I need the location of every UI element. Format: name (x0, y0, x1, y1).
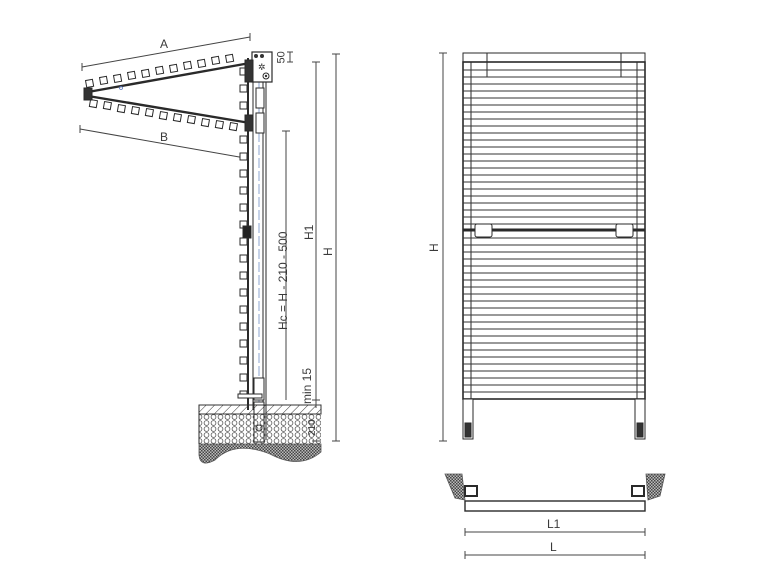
label-h1: H1 (302, 224, 316, 240)
label-210: 210 (307, 419, 318, 436)
dimension-l (464, 551, 646, 559)
label-hc: Hc = H - 210 - 500 (276, 231, 290, 330)
label-h-side: H (321, 247, 335, 256)
dimension-b (79, 125, 246, 159)
dimension-h-front (439, 52, 447, 442)
label-h-front: H (427, 243, 441, 252)
plan-view (444, 473, 666, 559)
svg-text:✲: ✲ (258, 62, 266, 72)
dimension-min15 (312, 398, 320, 442)
lower-arm (83, 86, 251, 132)
label-50: 50 (275, 51, 288, 64)
dimension-h-side (332, 53, 340, 442)
side-view: ✲ (79, 33, 340, 464)
dimension-a (81, 33, 251, 71)
label-a: A (160, 37, 169, 51)
vertical-rail: ✲ (237, 51, 273, 443)
label-min-15: min 15 (300, 367, 314, 404)
dimension-50 (287, 51, 293, 63)
ground-section (198, 404, 322, 464)
slats (463, 69, 645, 393)
label-l1: L1 (547, 517, 561, 531)
dimension-h1 (312, 61, 320, 402)
dimension-hc (282, 130, 290, 400)
upper-arm (84, 53, 251, 94)
label-b: B (160, 130, 169, 144)
dimension-l1 (464, 528, 646, 536)
front-view (439, 52, 646, 442)
label-l: L (550, 540, 557, 554)
